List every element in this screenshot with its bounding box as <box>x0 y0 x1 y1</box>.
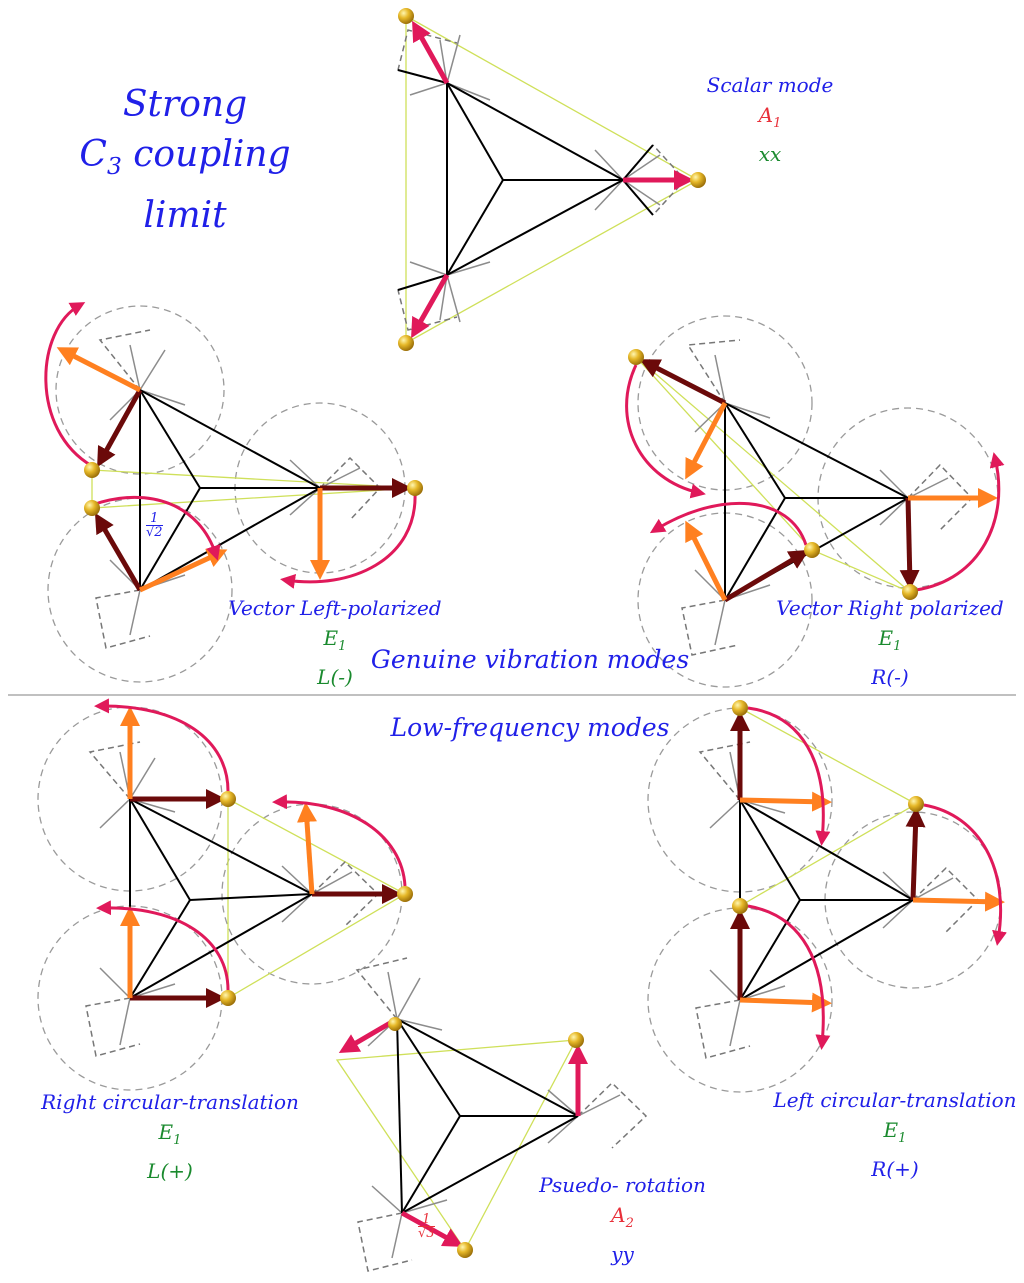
curved-arrow-icon <box>44 302 93 468</box>
section-low-heading: Low-frequency modes <box>390 713 670 742</box>
gold-ball-icon <box>398 8 414 24</box>
link-triangle <box>91 469 416 509</box>
curved-arrow-icon <box>923 803 1007 946</box>
pseudo-rotation-figure <box>335 957 648 1272</box>
gold-ball-icon <box>398 335 414 351</box>
curved-arrow-icon <box>649 501 808 546</box>
tensor-label: xx <box>758 142 782 166</box>
displacement-arrow <box>723 549 810 603</box>
gold-ball-icon <box>84 500 100 516</box>
mode-name: Left circular-translation <box>773 1088 1017 1112</box>
title-line-3: limit <box>143 195 227 237</box>
curved-arrow-icon <box>280 491 417 589</box>
tensor-label: yy <box>611 1242 634 1266</box>
gold-ball-icon <box>407 480 423 496</box>
left-polarized-label: Vector Left-polarized E1 L(-) <box>220 593 450 692</box>
displacement-arrow <box>94 512 143 592</box>
displacement-arrow <box>639 359 727 406</box>
curved-arrow-icon <box>94 698 230 792</box>
mode-name: Vector Left-polarized <box>228 596 442 620</box>
symmetry-label: E1 <box>878 626 902 654</box>
displacement-arrow <box>685 520 728 602</box>
gold-ball-icon <box>457 1242 473 1258</box>
symmetry-label: E1 <box>883 1118 907 1146</box>
scalar-mode-label: Scalar mode A1 xx <box>690 70 850 169</box>
orbit-circle <box>55 305 225 475</box>
gold-ball-icon <box>732 700 748 716</box>
displacement-arrow <box>56 347 142 393</box>
displacement-arrow <box>412 20 450 85</box>
displacement-arrow <box>739 791 832 812</box>
gold-ball-icon <box>84 462 100 478</box>
gold-ball-icon <box>388 1017 402 1031</box>
title-line-2: C3 coupling <box>60 130 310 191</box>
curved-arrow-icon <box>747 706 831 846</box>
link-triangle <box>405 14 700 345</box>
link-triangle <box>635 356 911 593</box>
curved-arrow-icon <box>915 452 1005 592</box>
gold-ball-icon <box>908 796 924 812</box>
displacement-arrow <box>905 807 926 901</box>
mode-name: Right circular-translation <box>41 1090 299 1114</box>
right-polarized-label: Vector Right polarized E1 R(-) <box>770 593 1010 692</box>
title-line-1: Strong <box>122 84 248 125</box>
gold-ball-icon <box>902 584 918 600</box>
symmetry-label: A1 <box>758 103 782 131</box>
diagram-title: Strong C3 coupling limit <box>60 80 310 241</box>
mode-name: Scalar mode <box>706 73 834 97</box>
curved-arrow-icon <box>91 495 221 561</box>
symmetry-label: A2 <box>611 1203 634 1231</box>
displacement-arrow <box>296 802 317 895</box>
curved-arrow-icon <box>747 904 831 1050</box>
gold-ball-icon <box>397 886 413 902</box>
dashed-box <box>397 274 458 331</box>
curved-arrow-icon <box>96 900 230 991</box>
displacement-arrow <box>97 388 143 468</box>
pseudo-rotation-label: Psuedo- rotation A2 yy <box>535 1170 710 1269</box>
symmetry-label: E1 <box>323 626 347 654</box>
fraction-sqrt3: 1 √3 <box>418 1212 435 1241</box>
symmetry-label: E1 <box>158 1120 182 1148</box>
gold-ball-icon <box>804 542 820 558</box>
mode-name: Vector Right polarized <box>776 596 1004 620</box>
scalar-mode-figure <box>397 8 706 351</box>
dashed-box <box>397 29 458 84</box>
left-circular-label: Left circular-translation E1 R(+) <box>765 1085 1024 1184</box>
displacement-arrow <box>411 273 450 339</box>
polarization-label: L(+) <box>147 1159 193 1183</box>
displacement-arrow <box>899 497 920 590</box>
displacement-arrow <box>400 1210 464 1247</box>
gold-ball-icon <box>628 349 644 365</box>
left-circular-figure <box>647 700 1007 1093</box>
displacement-arrow <box>739 992 832 1013</box>
curved-arrow-icon <box>625 364 706 499</box>
curved-arrow-icon <box>272 794 407 887</box>
gold-ball-icon <box>220 990 236 1006</box>
displacement-arrow <box>685 401 728 480</box>
section-genuine-heading: Genuine vibration modes <box>370 645 690 674</box>
gold-ball-icon <box>568 1032 584 1048</box>
polarization-label: L(-) <box>317 665 353 689</box>
polarization-label: R(-) <box>871 665 909 689</box>
gold-ball-icon <box>690 172 706 188</box>
link-triangle <box>227 797 407 1000</box>
gold-ball-icon <box>732 898 748 914</box>
right-circular-label: Right circular-translation E1 L(+) <box>30 1087 310 1186</box>
right-circular-figure <box>37 698 413 1091</box>
left-polarized-figure <box>44 302 423 683</box>
title-group-symbol: C <box>79 134 107 175</box>
fraction-sqrt2: 1 √2 <box>146 511 163 540</box>
title-coupling-word: coupling <box>121 134 291 175</box>
right-polarized-figure <box>625 315 1005 688</box>
gold-ball-icon <box>220 791 236 807</box>
polarization-label: R(+) <box>871 1157 919 1181</box>
title-group-subscript: 3 <box>106 152 122 181</box>
displacement-arrow <box>912 891 1005 912</box>
mode-name: Psuedo- rotation <box>539 1173 706 1197</box>
